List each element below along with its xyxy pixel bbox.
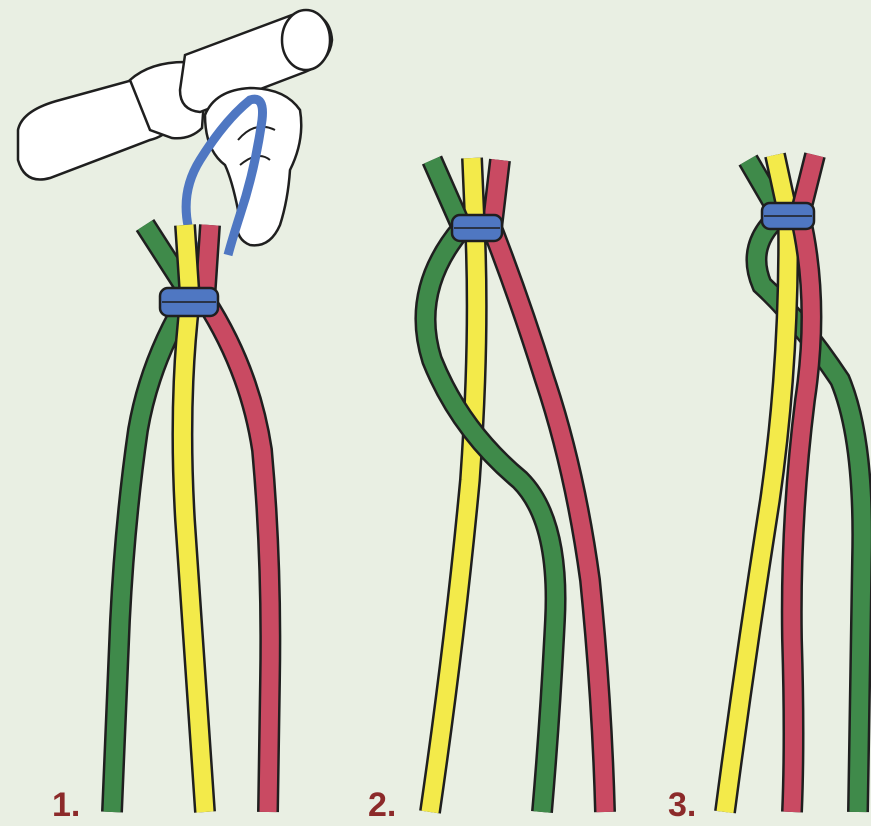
step-3-label: 3. [668, 788, 696, 822]
step-2-label: 2. [368, 788, 396, 822]
step-3-figure [725, 155, 862, 812]
step-2-figure [425, 158, 605, 812]
clip-holder-icon [18, 10, 332, 245]
step-1-label: 1. [52, 788, 80, 822]
step-1-figure [18, 10, 332, 812]
